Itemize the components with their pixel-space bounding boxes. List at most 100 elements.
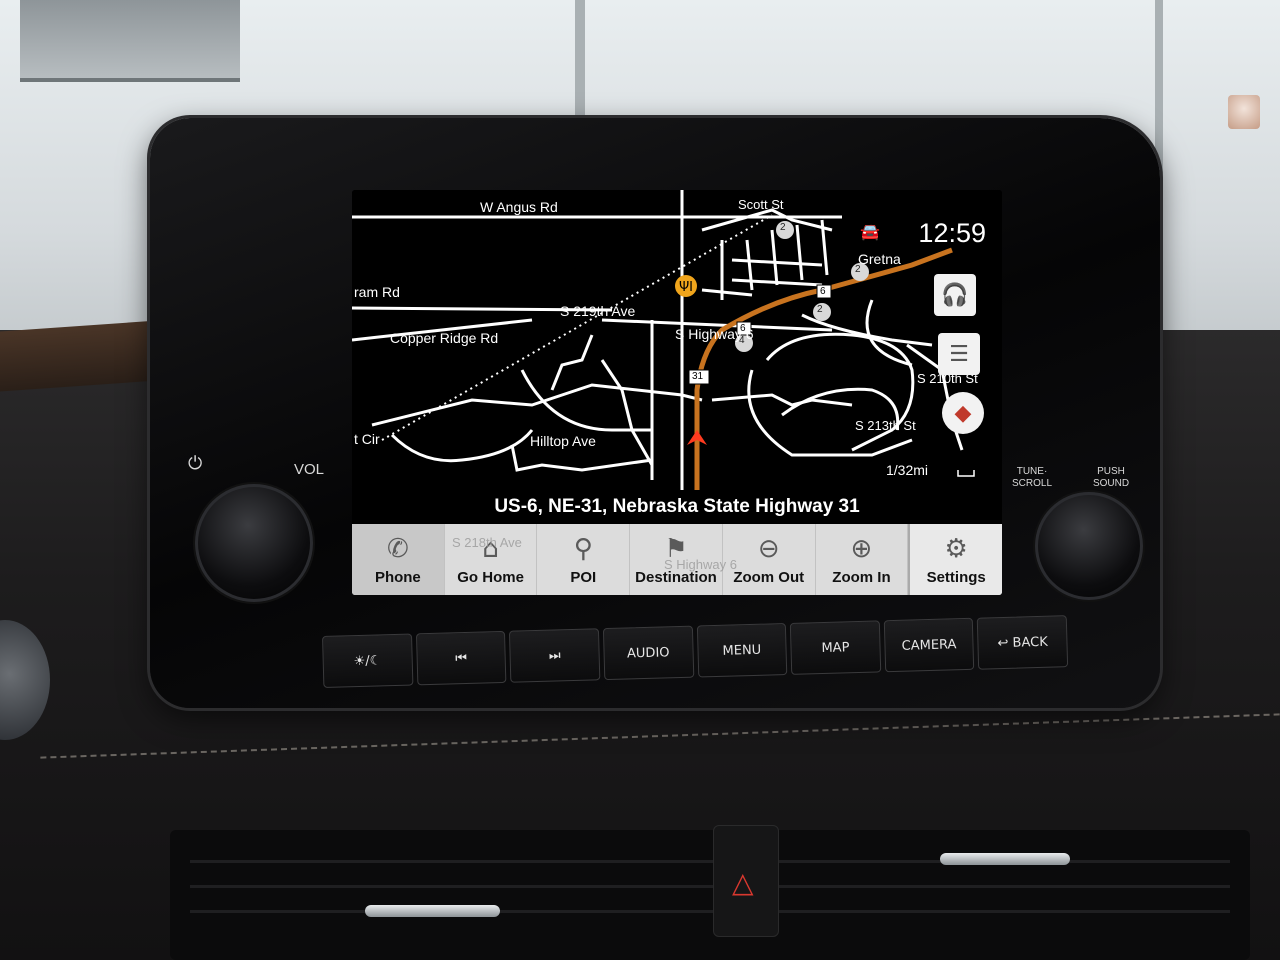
road: [820, 219, 829, 276]
poi-cluster-count: 2: [780, 222, 786, 233]
volume-knob[interactable]: [195, 484, 313, 602]
street-label: Gretna: [858, 251, 901, 267]
street-label: W Angus Rd: [480, 199, 558, 215]
road: [371, 383, 703, 427]
street-label: S 219th Ave: [560, 303, 636, 319]
power-icon: ⏻: [188, 453, 203, 474]
back-arrow-icon: ↩: [997, 635, 1013, 651]
current-street: US-6, NE-31, Nebraska State Highway 31: [352, 490, 1002, 524]
poi-cluster[interactable]: [813, 303, 831, 321]
route-shield: [688, 369, 710, 385]
vent-slat: [190, 910, 1230, 913]
map-roads: [352, 190, 964, 490]
route-shield-label: 6: [740, 323, 746, 334]
camera-button[interactable]: CAMERA: [883, 617, 975, 673]
nav-button-label: Zoom In: [832, 569, 891, 586]
nav-button-bar: ✆ Phone ⌂ Go Home ⚲ POI ⚑ Destination ⊖ …: [352, 524, 1002, 595]
road: [601, 318, 833, 332]
street-label: t Cir: [354, 431, 380, 447]
home-icon: ⌂: [482, 534, 499, 564]
poi-button[interactable]: ⚲ POI: [537, 524, 631, 595]
road: [865, 299, 913, 367]
route-shield: [816, 284, 832, 299]
headset-icon[interactable]: 🎧: [934, 274, 976, 316]
road: [906, 343, 964, 451]
ghost-street-label: S Highway 6: [664, 557, 737, 572]
road: [550, 334, 594, 391]
beam: [575, 0, 585, 160]
phone-button[interactable]: ✆ Phone: [352, 524, 445, 595]
navigation-map[interactable]: ΨΙ: [352, 190, 1002, 490]
poi-cluster[interactable]: [776, 221, 794, 239]
road: [510, 444, 653, 472]
push-sound-label: PUSH SOUND: [1084, 466, 1138, 490]
hazard-button[interactable]: △: [713, 825, 779, 937]
road: [701, 208, 833, 232]
menu-button[interactable]: MENU: [696, 623, 788, 678]
seek-back-button[interactable]: ⏮: [415, 630, 507, 686]
air-vent: [170, 830, 1250, 960]
road: [795, 224, 804, 281]
vent-handle[interactable]: [365, 905, 500, 917]
seek-forward-button[interactable]: ⏭: [509, 628, 601, 683]
street-label: ram Rd: [354, 284, 400, 300]
map-button[interactable]: MAP: [789, 620, 881, 675]
road: [352, 318, 533, 342]
wall-lamp: [1228, 95, 1260, 129]
vol-label: VOL: [294, 461, 325, 478]
back-button[interactable]: ↩ BACK: [977, 615, 1069, 670]
push-label-line: PUSH: [1097, 466, 1125, 477]
poi-cluster[interactable]: [851, 263, 869, 281]
road: [781, 387, 900, 431]
tune-knob[interactable]: [1035, 492, 1143, 600]
nav-button-label: Settings: [926, 569, 986, 586]
tune-label: TUNE· SCROLL: [1005, 466, 1059, 490]
street-label: Hilltop Ave: [530, 433, 596, 449]
clock: 12:59: [918, 218, 986, 248]
restaurant-poi-icon[interactable]: [675, 275, 697, 297]
zoom-out-icon: ⊖: [757, 534, 780, 564]
road: [747, 369, 913, 457]
infotainment-screen: ΨΙ 2 2 2 4 31 6 6 W Angus Rd Scott St Gr…: [352, 190, 1002, 595]
road: [701, 288, 753, 297]
tune-label-line: TUNE·: [1016, 466, 1048, 477]
vehicle-position-icon: [687, 430, 707, 445]
settings-button[interactable]: ⚙ Settings: [908, 524, 1002, 595]
street-label: Scott St: [738, 197, 784, 212]
zoom-in-button[interactable]: ⊕ Zoom In: [816, 524, 909, 595]
zoom-in-icon: ⊕: [850, 534, 873, 564]
road: [600, 359, 654, 466]
scale-bar: [957, 470, 975, 477]
road: [711, 393, 853, 407]
phone-icon: ✆: [386, 534, 409, 564]
nav-button-label: Zoom Out: [733, 569, 805, 586]
list-icon[interactable]: ☰: [938, 333, 980, 375]
destination-button[interactable]: ⚑ Destination: [630, 524, 723, 595]
zoom-out-button[interactable]: ⊖ Zoom Out: [723, 524, 816, 595]
route-shield: [736, 321, 752, 336]
street-label: Copper Ridge Rd: [390, 330, 499, 346]
nav-button-label: Destination: [635, 569, 717, 586]
road: [765, 332, 915, 452]
audio-button[interactable]: AUDIO: [602, 625, 694, 681]
poi-cluster-count: 2: [855, 264, 861, 275]
restaurant-poi-glyph: ΨΙ: [679, 280, 693, 295]
poi-cluster[interactable]: [735, 334, 753, 352]
hazard-icon: △: [732, 866, 754, 899]
day-night-button[interactable]: ☀/☾: [322, 633, 414, 688]
route-shield-label: 6: [820, 286, 826, 297]
vent-handle[interactable]: [940, 853, 1070, 865]
poi-clusters[interactable]: [735, 221, 869, 352]
nav-button-label: Phone: [374, 569, 421, 586]
poi-cluster-count: 2: [817, 304, 823, 315]
car-icon: 🚘: [860, 222, 880, 241]
route-line: [694, 247, 953, 490]
road: [801, 313, 933, 347]
street-label: S 213th St: [855, 418, 916, 433]
map-scale: 1/32mi: [886, 462, 929, 478]
go-home-button[interactable]: ⌂ Go Home: [445, 524, 538, 595]
road: [770, 229, 779, 286]
poi-cluster-count: 4: [739, 335, 745, 346]
compass-icon[interactable]: ◆: [942, 392, 984, 434]
nav-button-label: Go Home: [457, 569, 524, 586]
